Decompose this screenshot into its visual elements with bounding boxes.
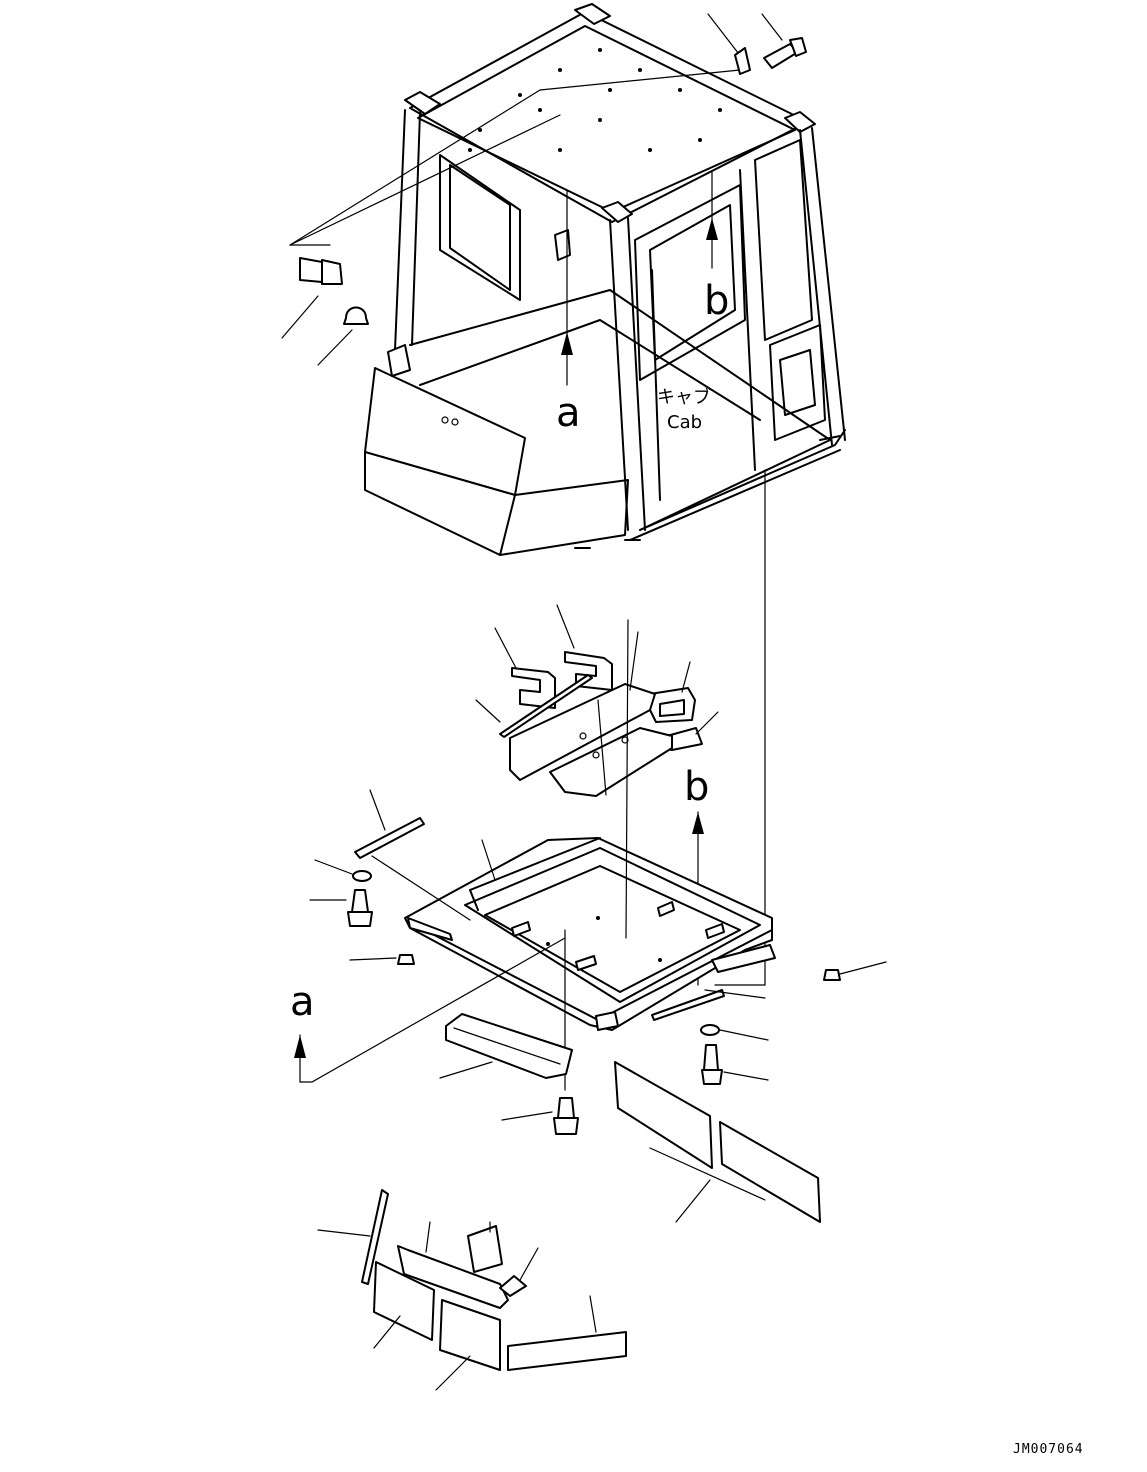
cap-icon [343,306,369,325]
cab-label-japanese: キャブ [657,386,711,408]
washer-icon [700,1024,769,1041]
grommet-icon [349,954,415,965]
cab-hardware [281,13,783,986]
reference-arrow-a-top: a [556,189,581,436]
clip-icon [734,47,751,75]
grommet-icon [823,961,887,981]
reference-arrow-b-top: b [704,171,729,324]
bolt-icon [501,1097,579,1135]
bolt-icon [701,1044,769,1085]
bolt-icon [763,37,807,69]
bolt-icon [309,889,373,927]
insulation-pads-right [614,1061,821,1223]
cab-label-english: Cab [667,412,702,433]
arrow-label-a: a [556,390,581,436]
washer-icon [314,859,372,882]
floor-plate [404,619,776,1031]
insulation-pads-lower [317,1189,627,1391]
cab-assembly [364,3,846,556]
drawing-code: JM007064 [1013,1442,1084,1457]
cover-plate [439,1013,573,1079]
left-strip [354,789,471,921]
arrow-label-b-floor: b [684,764,709,810]
bolt-icon [299,257,343,285]
floor-mat-pieces [475,604,719,797]
arrow-label-b: b [704,278,729,324]
arrow-label-a-floor: a [290,979,315,1025]
